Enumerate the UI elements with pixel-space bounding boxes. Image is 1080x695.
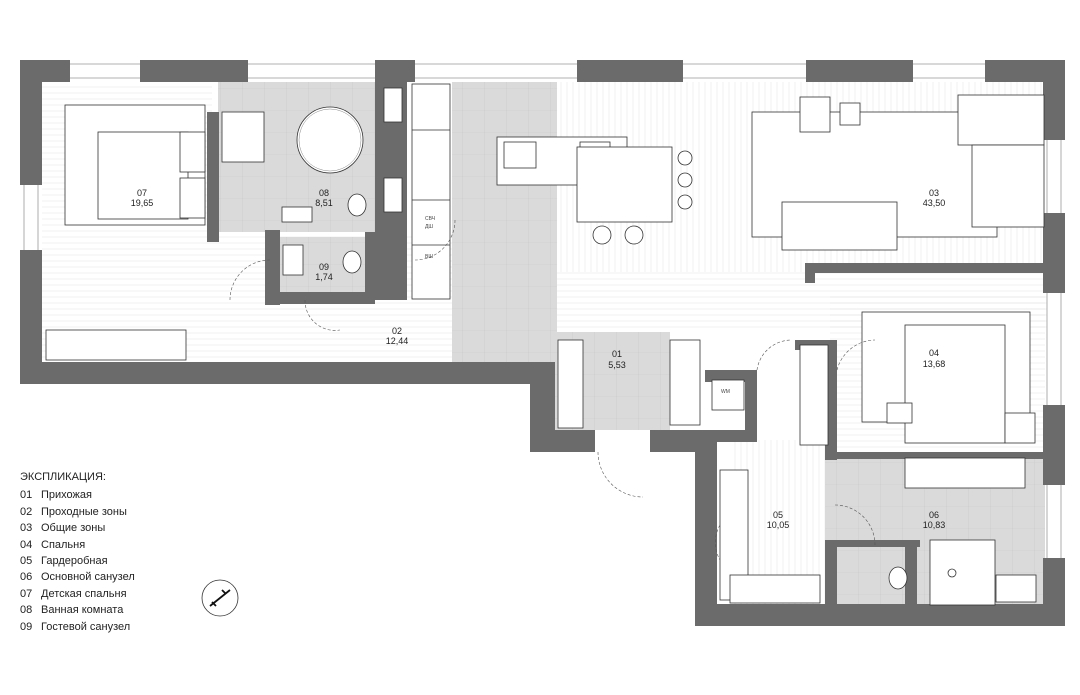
dsh-label: ДШ [425,224,433,230]
room-08-num: 08 [319,188,329,198]
room-labels: 07 19,65 08 8,51 09 1,74 02 12,44 03 43,… [131,188,946,530]
furniture [45,83,1045,606]
legend-item-name: Основной санузел [41,571,135,584]
legend-item: 02 Проходные зоны [20,504,135,520]
legend-item-num: 08 [20,604,33,617]
wm-label: WM [721,389,730,395]
legend-item: 05 Гардеробная [20,553,135,569]
legend-item: 01 Прихожая [20,487,135,503]
dining-table [576,146,673,223]
legend-item: 09 Гостевой санузел [20,619,135,635]
room-04-area: 13,68 [923,359,946,369]
toilet-06 [888,566,908,590]
legend-item: 08 Ванная комната [20,602,135,618]
room-04-num: 04 [929,348,939,358]
room-02-num: 02 [392,326,402,336]
doors [229,219,876,561]
legend-item-num: 07 [20,587,33,600]
legend-item-name: Ванная комната [41,604,124,617]
legend-item: 04 Спальня [20,537,135,553]
round-tub [296,106,364,174]
legend-title: ЭКСПЛИКАЦИЯ: [20,471,106,483]
legend-item-name: Прихожая [41,489,92,502]
washing-machine [711,379,745,411]
room-08-area: 8,51 [315,198,333,208]
room-05-num: 05 [773,510,783,520]
room-07-num: 07 [137,188,147,198]
room-06-area: 10,83 [923,520,946,530]
room-01-num: 01 [612,349,622,359]
floor-kitchen-tile [452,82,557,362]
windows [23,63,1062,558]
kitchen-cabinets [411,83,451,300]
room-03-num: 03 [929,188,939,198]
desk-07 [45,329,187,361]
legend-item-num: 02 [20,505,33,518]
legend-item-num: 04 [20,538,33,551]
legend-item-name: Гардеробная [41,555,108,568]
room-03-area: 43,50 [923,198,946,208]
legend-item-num: 01 [20,489,33,502]
vsh-label: ВШ [425,254,433,260]
legend-item-name: Спальня [41,538,86,551]
legend-item: 03 Общие зоны [20,520,135,536]
legend-item-num: 09 [20,620,33,633]
compass-icon [201,579,239,617]
legend-item-num: 05 [20,555,33,568]
room-06-num: 06 [929,510,939,520]
room-05-area: 10,05 [767,520,790,530]
legend-item: 06 Основной санузел [20,569,135,585]
legend-item-num: 06 [20,571,33,584]
svch-label: СВЧ [425,216,435,222]
room-09-area: 1,74 [315,272,333,282]
room-01-area: 5,53 [608,360,626,370]
legend-item-name: Детская спальня [41,587,127,600]
room-02-area: 12,44 [386,336,409,346]
legend-item-name: Общие зоны [41,522,106,535]
sofa [781,94,1045,251]
room-09-num: 09 [319,262,329,272]
legend-item-name: Проходные зоны [41,505,127,518]
legend-item-num: 03 [20,522,33,535]
legend-item: 07 Детская спальня [20,586,135,602]
legend-item-name: Гостевой санузел [41,620,131,633]
legend-list: 01 Прихожая 02 Проходные зоны 03 Общие зоны 04… [20,487,135,635]
room-07-area: 19,65 [131,198,154,208]
shower-06 [929,539,996,606]
toilet-08 [347,193,367,217]
toilet-09 [342,250,362,274]
